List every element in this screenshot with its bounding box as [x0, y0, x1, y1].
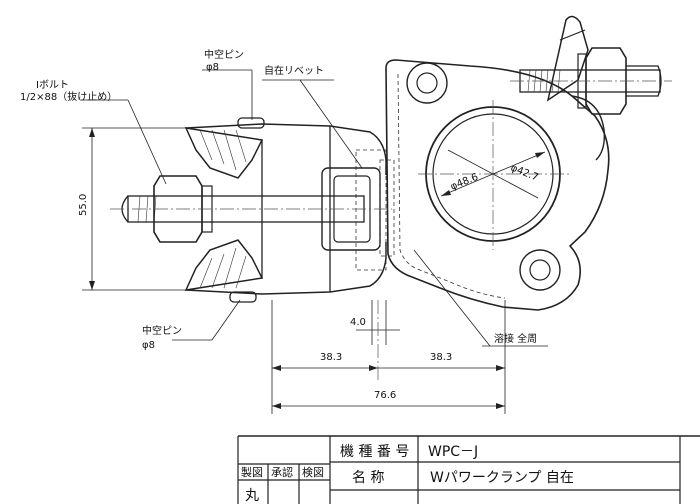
left-clamp-body	[184, 117, 395, 303]
dim-left-half: 38.3	[320, 352, 342, 363]
dim-inner-diameter: φ42.7	[509, 163, 540, 184]
hollow-pin-bottom-dia: φ8	[142, 340, 155, 351]
model-value: WPC－J	[428, 444, 478, 460]
hollow-pin-top-dia: φ8	[206, 62, 219, 73]
weld-label: 溶接 全周	[494, 332, 537, 345]
left-bolt-assembly	[110, 175, 392, 243]
leader-lines	[80, 69, 548, 347]
dimension-lines	[82, 127, 506, 414]
dim-height: 55.0	[78, 194, 89, 216]
bolt-spec: 1/2×88（抜け止め）	[20, 90, 117, 103]
right-clamp-body	[385, 15, 610, 311]
dim-offset: 4.0	[350, 317, 366, 328]
hollow-pin-bottom-label: 中空ピン	[142, 324, 182, 337]
name-label: 名 称	[352, 470, 384, 486]
bolt-label: Iボルト	[36, 79, 69, 91]
title-block	[237, 435, 700, 504]
dim-total-width: 76.6	[374, 390, 396, 401]
dim-right-half: 38.3	[430, 352, 452, 363]
rivet-label: 自在リベット	[264, 64, 324, 77]
model-label: 機 種 番 号	[340, 444, 409, 460]
col-inspect: 検図	[302, 465, 324, 479]
dim-outer-diameter: φ48.6	[449, 172, 480, 193]
col-approve: 承認	[271, 465, 293, 479]
name-value: Wパワークランプ 自在	[430, 470, 574, 486]
stamp-mark: 丸	[245, 488, 259, 504]
hollow-pin-top-label: 中空ピン	[204, 48, 244, 61]
right-bolt-assembly	[510, 47, 672, 115]
col-manufacture: 製図	[241, 465, 263, 479]
